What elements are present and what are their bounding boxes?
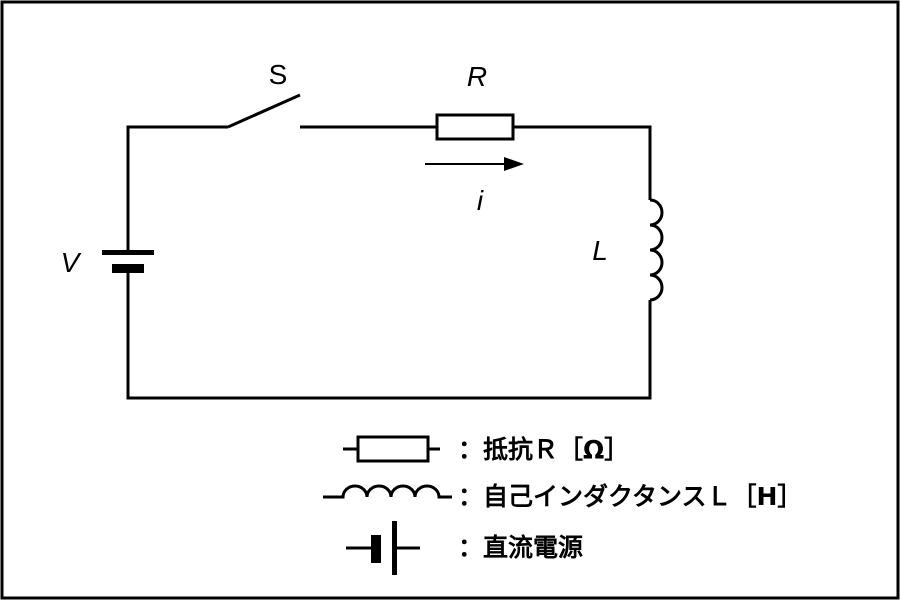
resistor-symbol-body xyxy=(356,435,430,463)
resistor-label: R xyxy=(467,61,487,92)
battery xyxy=(102,250,154,273)
battery-long-plate xyxy=(102,250,154,255)
circuit-wires xyxy=(126,93,652,400)
battery-short-plate xyxy=(112,264,144,273)
voltage-label: V xyxy=(61,247,82,278)
current-label: i xyxy=(477,185,484,216)
current-arrow-head xyxy=(504,157,524,171)
battery-symbol-long-plate xyxy=(392,521,397,575)
wire-resistor-right xyxy=(513,125,652,200)
legend-battery-text: ：直流電源 xyxy=(458,533,583,562)
resistor-symbol xyxy=(343,435,440,463)
wire-bottom xyxy=(126,272,652,400)
switch-blade xyxy=(227,93,301,129)
legend-resistor-text: ：抵抗Ｒ［Ω］ xyxy=(458,435,629,464)
legend: ：抵抗Ｒ［Ω］ ：自己インダクタンスＬ［H］ ：直流電源 xyxy=(323,435,802,575)
inductor-coil xyxy=(649,198,664,302)
current-arrow xyxy=(425,157,524,171)
legend-inductor-text: ：自己インダクタンスＬ［H］ xyxy=(458,482,802,511)
inductor-symbol xyxy=(323,484,452,499)
inductor-label: L xyxy=(592,235,608,266)
switch-label: S xyxy=(269,59,288,90)
wire-left-top xyxy=(126,125,228,250)
battery-symbol-short-plate xyxy=(371,535,381,563)
battery-symbol xyxy=(346,521,420,575)
resistor xyxy=(435,113,515,141)
